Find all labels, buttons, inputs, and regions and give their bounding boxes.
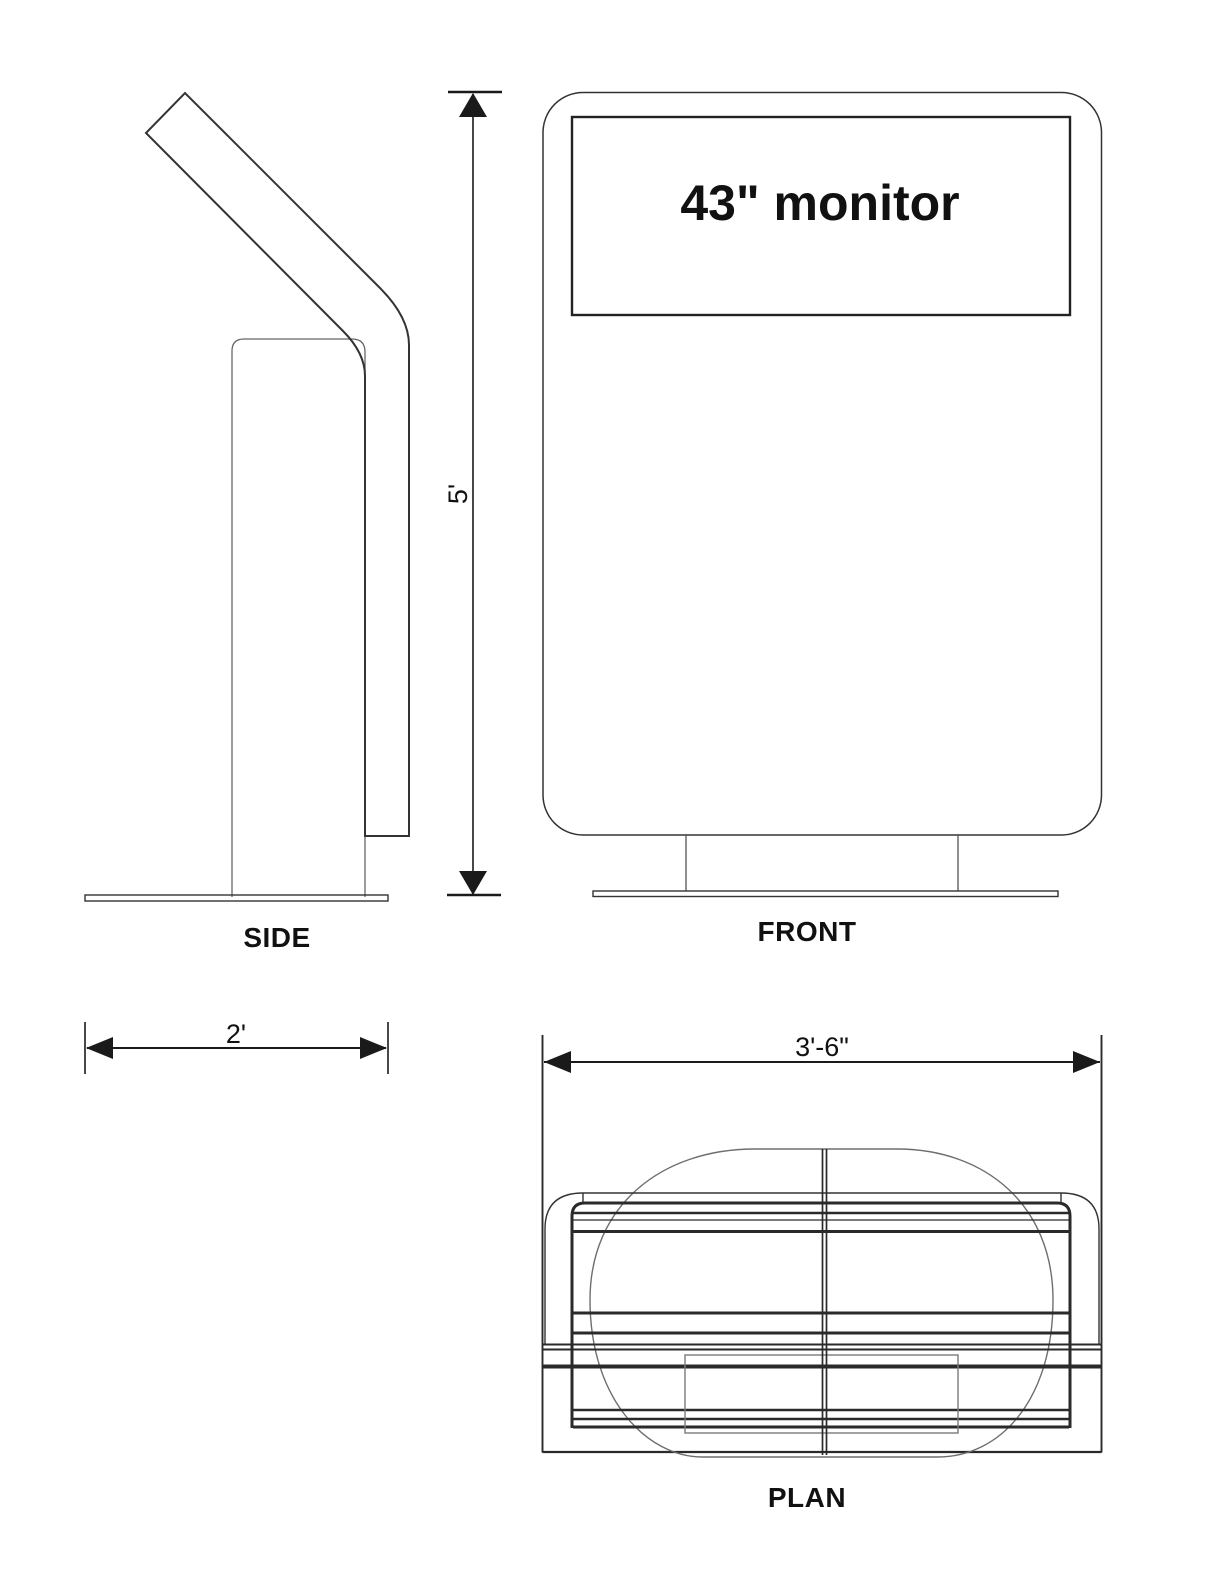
side-view: SIDE: [84, 91, 410, 953]
side-view-label: SIDE: [243, 922, 310, 953]
width-dim-arrow-left-icon: [544, 1051, 571, 1073]
depth-dim-arrow-left-icon: [86, 1037, 113, 1059]
front-view: 43" monitor FRONT: [542, 91, 1103, 947]
plan-view-label: PLAN: [768, 1482, 846, 1513]
height-dimension: 5': [443, 90, 502, 897]
monitor-size-label: 43" monitor: [680, 175, 959, 231]
side-base-plate: [84, 894, 389, 902]
height-dim-arrow-up-icon: [459, 93, 487, 117]
front-monitor-rect: [570, 115, 1072, 317]
front-body-outline: [542, 91, 1103, 836]
width-dim-label: 3'-6": [795, 1032, 849, 1062]
front-view-label: FRONT: [758, 916, 857, 947]
plan-view: PLAN: [541, 1035, 1103, 1513]
depth-dim-arrow-right-icon: [360, 1037, 387, 1059]
depth-dimension: 2': [84, 1019, 389, 1074]
height-dim-arrow-down-icon: [459, 871, 487, 895]
side-slab-outline: [231, 338, 366, 897]
depth-dim-label: 2': [226, 1019, 246, 1049]
front-base-plate: [592, 890, 1059, 898]
width-dim-arrow-right-icon: [1073, 1051, 1100, 1073]
plan-inner-shell: [570, 1201, 1072, 1428]
width-dimension: 3'-6": [544, 1032, 1100, 1073]
plan-pedestal-rect: [684, 1354, 959, 1434]
side-arm-outline: [144, 91, 410, 837]
height-dim-label: 5': [443, 484, 473, 504]
plan-footprint-oval: [589, 1148, 1054, 1458]
